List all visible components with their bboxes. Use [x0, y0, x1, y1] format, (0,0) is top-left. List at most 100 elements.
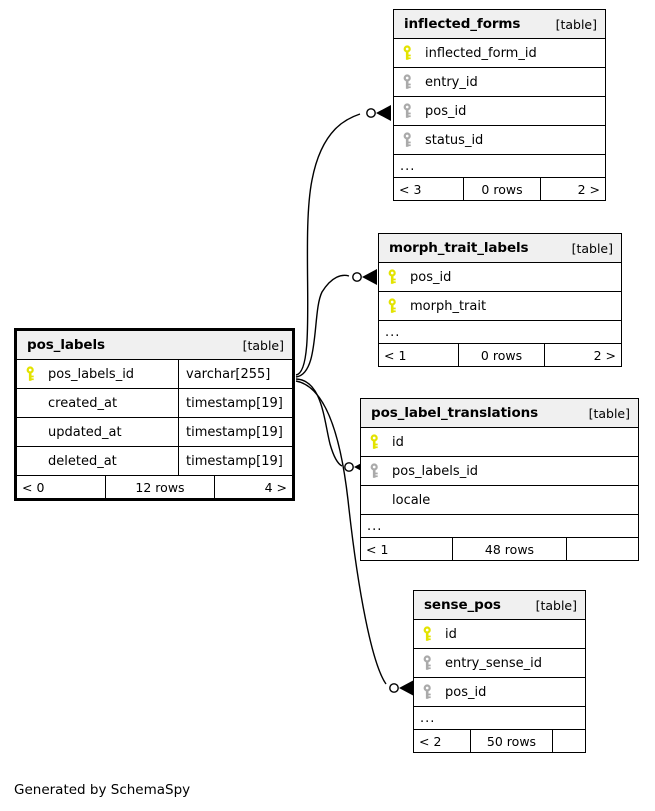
footer-row-count: 0 rows — [458, 344, 545, 366]
column-cell: id — [361, 428, 638, 456]
column-cell: pos_id — [379, 263, 621, 291]
column-type: varchar[255] — [178, 360, 292, 388]
column-type: timestamp[19] — [178, 418, 292, 446]
column-cell: pos_id — [414, 678, 585, 706]
relationship-pos_labels-to-pos_label_translations — [295, 378, 369, 475]
column-cell: created_at — [17, 389, 178, 417]
column-name: pos_labels_id — [392, 463, 479, 479]
column-name: entry_sense_id — [445, 655, 543, 671]
column-name: status_id — [425, 132, 484, 148]
footer-row-count: 0 rows — [463, 178, 541, 200]
table-footer: < 0 12 rows 4 > — [17, 476, 292, 498]
crowsfoot-arrow — [362, 269, 377, 285]
column-name: pos_id — [410, 269, 452, 285]
table-header-pos_labels: pos_labels[table] — [17, 331, 292, 360]
footer-parents-count[interactable]: < 1 — [384, 347, 407, 363]
table-row[interactable]: entry_sense_id — [414, 649, 585, 678]
edge-line — [295, 113, 361, 376]
column-type: timestamp[19] — [178, 447, 292, 475]
table-row[interactable]: pos_id — [394, 97, 605, 126]
no-key-spacer — [25, 453, 39, 469]
column-name: pos_labels_id — [48, 366, 135, 382]
edge-line — [295, 378, 343, 467]
table-header-sense_pos: sense_pos [table] — [414, 591, 585, 620]
foreign-key-icon — [422, 684, 436, 700]
table-card-morph_trait_labels[interactable]: morph_trait_labels[table] pos_id morph_tra… — [378, 233, 622, 367]
column-name: morph_trait — [410, 298, 487, 314]
table-row[interactable]: id — [361, 428, 638, 457]
footer-children-count[interactable]: 2 > — [577, 181, 600, 197]
column-cell: deleted_at — [17, 447, 178, 475]
table-footer: < 2 50 rows — [414, 730, 585, 752]
table-header-morph_trait_labels: morph_trait_labels[table] — [379, 234, 621, 263]
column-name: pos_id — [425, 103, 467, 119]
column-name: pos_id — [445, 684, 487, 700]
column-type: timestamp[19] — [178, 389, 292, 417]
primary-key-icon — [25, 366, 39, 382]
column-cell: locale — [361, 486, 638, 514]
column-name: created_at — [48, 395, 118, 411]
footer-children-count[interactable]: 2 > — [593, 347, 616, 363]
cardinality-zero-marker — [366, 108, 376, 118]
crowsfoot-arrow — [376, 105, 391, 121]
table-row[interactable]: created_at timestamp[19] — [17, 389, 292, 418]
table-row[interactable]: id — [414, 620, 585, 649]
foreign-key-icon — [369, 463, 383, 479]
footer-row-count: 48 rows — [452, 538, 567, 560]
table-row[interactable]: entry_id — [394, 68, 605, 97]
table-row[interactable]: pos_labels_id varchar[255] — [17, 360, 292, 389]
table-row[interactable]: pos_id — [379, 263, 621, 292]
column-name: inflected_form_id — [425, 45, 537, 61]
footer-parents-count[interactable]: < 0 — [22, 479, 45, 495]
table-footer: < 1 0 rows 2 > — [379, 344, 621, 366]
more-columns-ellipsis: ... — [394, 155, 605, 178]
table-card-pos_labels[interactable]: pos_labels[table] pos_labels_id varchar[25… — [14, 328, 295, 501]
table-kind-label: [table] — [242, 337, 284, 353]
table-header-pos_label_translations: pos_label_translations [table] — [361, 399, 638, 428]
primary-key-icon — [422, 626, 436, 642]
table-title: sense_pos — [424, 597, 501, 613]
footer-parents-count[interactable]: < 2 — [419, 733, 442, 749]
column-cell: status_id — [394, 126, 605, 154]
table-kind-label: [table] — [588, 405, 630, 421]
crowsfoot-arrow — [399, 680, 414, 696]
foreign-key-icon — [402, 132, 416, 148]
footer-children-count[interactable] — [553, 730, 585, 752]
foreign-key-icon — [402, 74, 416, 90]
footer-row-count: 50 rows — [470, 730, 553, 752]
cardinality-zero-marker — [389, 683, 399, 693]
table-kind-label: [table] — [535, 597, 577, 613]
table-row[interactable]: locale — [361, 486, 638, 515]
column-cell: id — [414, 620, 585, 648]
footer-parents-count[interactable]: < 3 — [399, 181, 422, 197]
cardinality-zero-marker — [352, 272, 362, 282]
diagram-caption: Generated by SchemaSpy — [14, 782, 191, 798]
table-row[interactable]: morph_trait — [379, 292, 621, 321]
table-row[interactable]: inflected_form_id — [394, 39, 605, 68]
column-cell: pos_labels_id — [361, 457, 638, 485]
cardinality-zero-marker — [344, 462, 354, 472]
column-cell: pos_labels_id — [17, 360, 178, 388]
foreign-key-icon — [422, 655, 436, 671]
table-row[interactable]: pos_id — [414, 678, 585, 707]
footer-children-count[interactable]: 4 > — [264, 479, 287, 495]
no-key-spacer — [25, 395, 39, 411]
column-cell: pos_id — [394, 97, 605, 125]
column-cell: updated_at — [17, 418, 178, 446]
table-row[interactable]: pos_labels_id — [361, 457, 638, 486]
footer-row-count: 12 rows — [105, 476, 215, 498]
no-key-spacer — [25, 424, 39, 440]
column-cell: inflected_form_id — [394, 39, 605, 67]
table-title: morph_trait_labels — [389, 240, 529, 256]
column-cell: morph_trait — [379, 292, 621, 320]
foreign-key-icon — [402, 103, 416, 119]
table-row[interactable]: status_id — [394, 126, 605, 155]
footer-children-count[interactable] — [567, 538, 638, 560]
table-title: pos_label_translations — [371, 405, 539, 421]
footer-parents-count[interactable]: < 1 — [366, 541, 389, 557]
